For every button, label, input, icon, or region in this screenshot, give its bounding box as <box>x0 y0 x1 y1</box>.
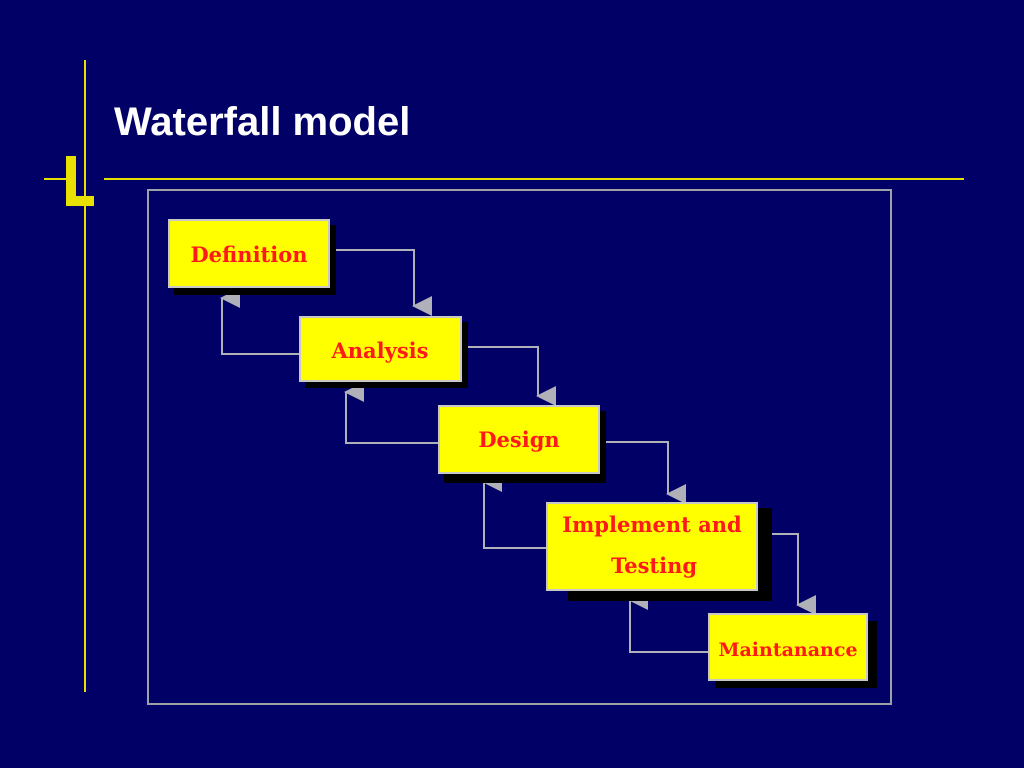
diagram-frame <box>147 189 892 705</box>
stage-label-definition: Definition <box>190 242 307 267</box>
stage-box-maintanance: Maintanance <box>708 613 877 688</box>
stage-box-implement-testing: Implement and Testing <box>546 502 772 601</box>
stage-box-analysis: Analysis <box>299 316 468 388</box>
forward-connector-analysis-design <box>468 346 556 406</box>
feedback-connector-implement-design <box>482 472 548 549</box>
forward-connector-design-implement <box>606 441 686 504</box>
stage-label-implement-line1: Implement and <box>562 512 742 537</box>
accent-vertical-line <box>84 60 86 692</box>
feedback-connector-analysis-definition <box>220 288 300 355</box>
stage-box-design: Design <box>438 405 606 483</box>
accent-title-underline <box>104 178 964 180</box>
feedback-connector-maintanance-implement <box>628 590 710 653</box>
stage-label-implement-line2: Testing <box>611 553 697 578</box>
l-logo-icon <box>66 156 94 206</box>
forward-connector-implement-maintanance <box>766 533 816 615</box>
stage-label-maintanance: Maintanance <box>718 639 857 661</box>
stage-box-definition: Definition <box>168 219 336 295</box>
stage-label-analysis: Analysis <box>331 338 429 363</box>
accent-short-line <box>44 178 66 180</box>
stage-label-design: Design <box>478 427 559 452</box>
feedback-connector-design-analysis <box>344 382 440 444</box>
slide-title: Waterfall model <box>114 100 411 144</box>
forward-connector-definition-analysis <box>336 249 432 316</box>
